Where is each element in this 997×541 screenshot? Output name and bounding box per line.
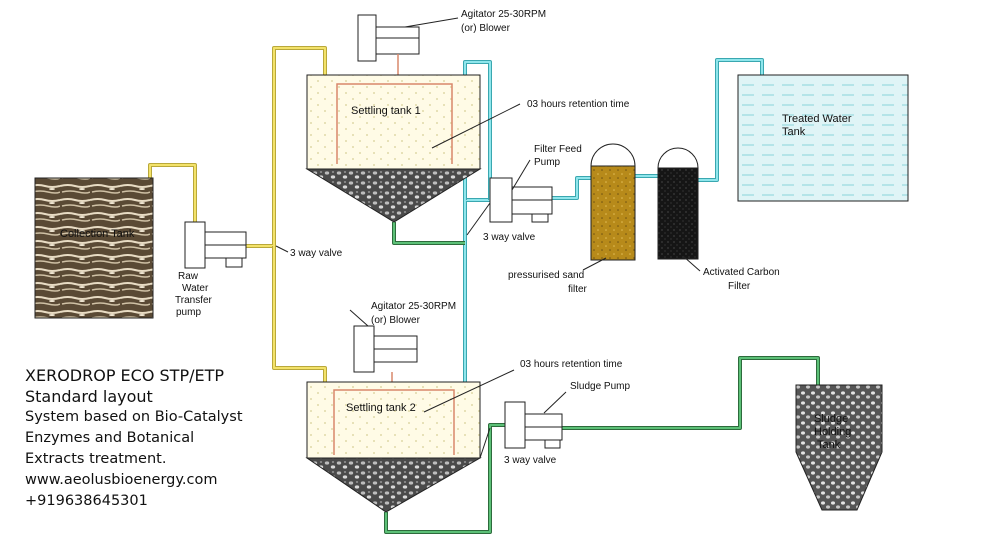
settling-tank2-label: Settling tank 2 (346, 402, 416, 414)
valve-filter-label: 3 way valve (483, 232, 536, 243)
sludge-tank-label-1: Sludge (814, 413, 848, 425)
agitator2-label-2: (or) Blower (371, 315, 421, 326)
sludge-tank-label-3: Tank (817, 439, 841, 451)
sand-filter-leader (582, 257, 607, 271)
valve-main-leader (275, 245, 289, 253)
phone-number: +919638645301 (25, 493, 148, 509)
desc-line-2: Enzymes and Botanical (25, 430, 195, 446)
raw-pump-label-1: Raw (178, 271, 199, 282)
retention2-label: 03 hours retention time (520, 359, 623, 370)
sludge-pump (504, 401, 563, 449)
sludge-holding-tank (795, 384, 883, 511)
retention1-leader (431, 103, 521, 149)
settling-tank-1 (305, 74, 482, 223)
filter-pump-leader (511, 159, 531, 191)
sludge-pump-label: Sludge Pump (570, 381, 630, 392)
carbon-filter (657, 147, 699, 260)
agitator1-label-1: Agitator 25-30RPM (461, 9, 546, 20)
agitator2-leader (349, 309, 369, 327)
collection-tank (34, 177, 154, 319)
agitator-2 (353, 325, 418, 386)
filter-pump-label-1: Filter Feed (534, 144, 582, 155)
raw-pump-label-4: pump (176, 307, 201, 318)
desc-line-1: System based on Bio-Catalyst (25, 409, 243, 425)
collection-tank-label: Collection Tank (60, 228, 135, 240)
retention2-leader (423, 369, 515, 413)
treated-tank-label-2: Tank (782, 126, 806, 138)
agitator2-label-1: Agitator 25-30RPM (371, 301, 456, 312)
website-link[interactable]: www.aeolusbioenergy.com (25, 472, 218, 488)
carbon-filter-label-2: Filter (728, 281, 751, 292)
desc-line-3: Extracts treatment. (25, 451, 167, 467)
raw-pump-label-3: Transfer (175, 295, 213, 306)
treated-tank-label-1: Treated Water (782, 113, 852, 125)
agitator-1 (357, 14, 420, 75)
carbon-filter-leader (682, 255, 701, 272)
carbon-filter-label-1: Activated Carbon (703, 267, 780, 278)
valve-sludge-label: 3 way valve (504, 455, 557, 466)
treated-water-tank (737, 74, 909, 202)
filter-pump-label-2: Pump (534, 157, 561, 168)
agitator1-label-2: (or) Blower (461, 23, 511, 34)
retention1-label: 03 hours retention time (527, 99, 630, 110)
raw-pump-label-2: Water (182, 283, 209, 294)
description-block: XERODROP ECO STP/ETP Standard layout Sys… (25, 365, 243, 512)
system-subtitle: Standard layout (25, 387, 153, 406)
system-title: XERODROP ECO STP/ETP (25, 366, 225, 385)
sludge-tank-label-2: Holding (814, 426, 851, 438)
filter-feed-pump (489, 177, 553, 223)
sand-filter-label-1: pressurised sand (508, 270, 584, 281)
settling-tank-2 (305, 381, 482, 513)
settling-tank1-label: Settling tank 1 (351, 105, 421, 117)
sludge-pump-leader (543, 391, 567, 414)
raw-water-pump (184, 221, 247, 269)
valve-sludge-leader (479, 427, 491, 459)
raw-water-pipes (148, 46, 327, 382)
sand-filter (590, 143, 636, 261)
valve-filter-leader (466, 202, 491, 236)
sand-filter-label-2: filter (568, 284, 588, 295)
sludge-pipes (384, 222, 820, 534)
treated-water-pipes (463, 58, 764, 445)
valve-main-label: 3 way valve (290, 248, 343, 259)
agitator1-leader (404, 17, 459, 28)
